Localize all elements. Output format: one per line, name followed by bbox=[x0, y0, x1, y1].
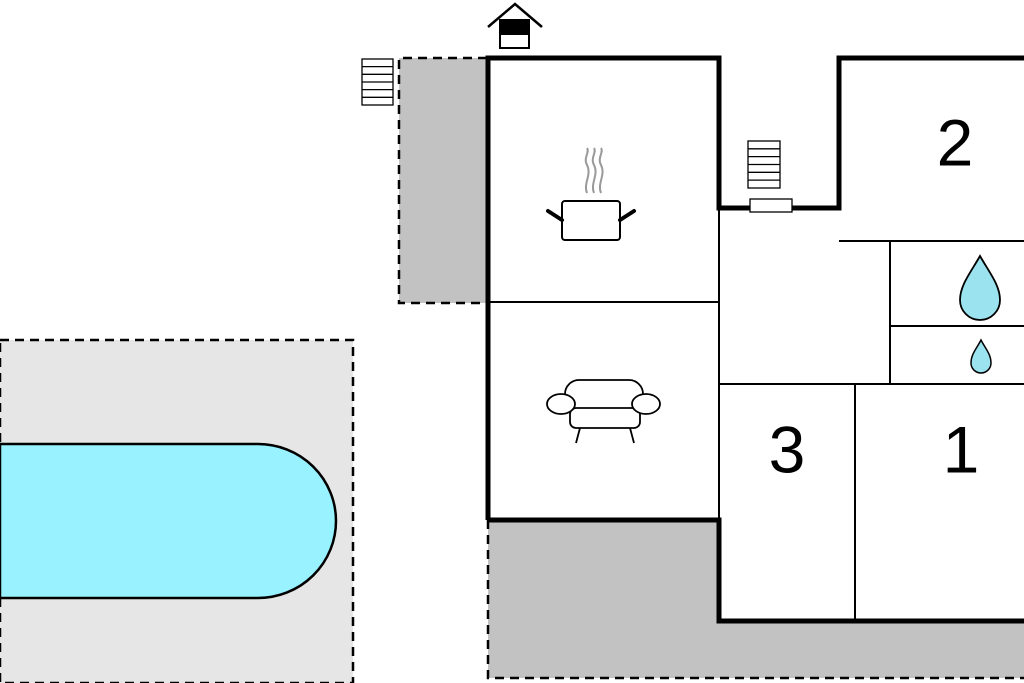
room-number-2: 2 bbox=[937, 105, 974, 179]
swimming-pool bbox=[0, 442, 338, 600]
terrace-bottom bbox=[488, 520, 1024, 678]
interior-walls bbox=[488, 208, 1024, 621]
cooking-pot-icon bbox=[546, 147, 636, 241]
water-drop-icon bbox=[970, 338, 992, 374]
stairs-icon bbox=[361, 58, 394, 106]
house-entrance-icon bbox=[487, 2, 543, 49]
water-drop-icon bbox=[959, 254, 1001, 321]
stairs-icon bbox=[747, 140, 781, 189]
room-number-1: 1 bbox=[943, 412, 980, 486]
terrace-left-border bbox=[397, 56, 487, 305]
terrace-bottom-border bbox=[486, 520, 1024, 680]
exterior-walls bbox=[485, 55, 1024, 624]
room-number-3: 3 bbox=[769, 412, 806, 486]
sofa-icon bbox=[546, 379, 661, 444]
terrace-left bbox=[399, 58, 487, 303]
window bbox=[749, 198, 793, 213]
